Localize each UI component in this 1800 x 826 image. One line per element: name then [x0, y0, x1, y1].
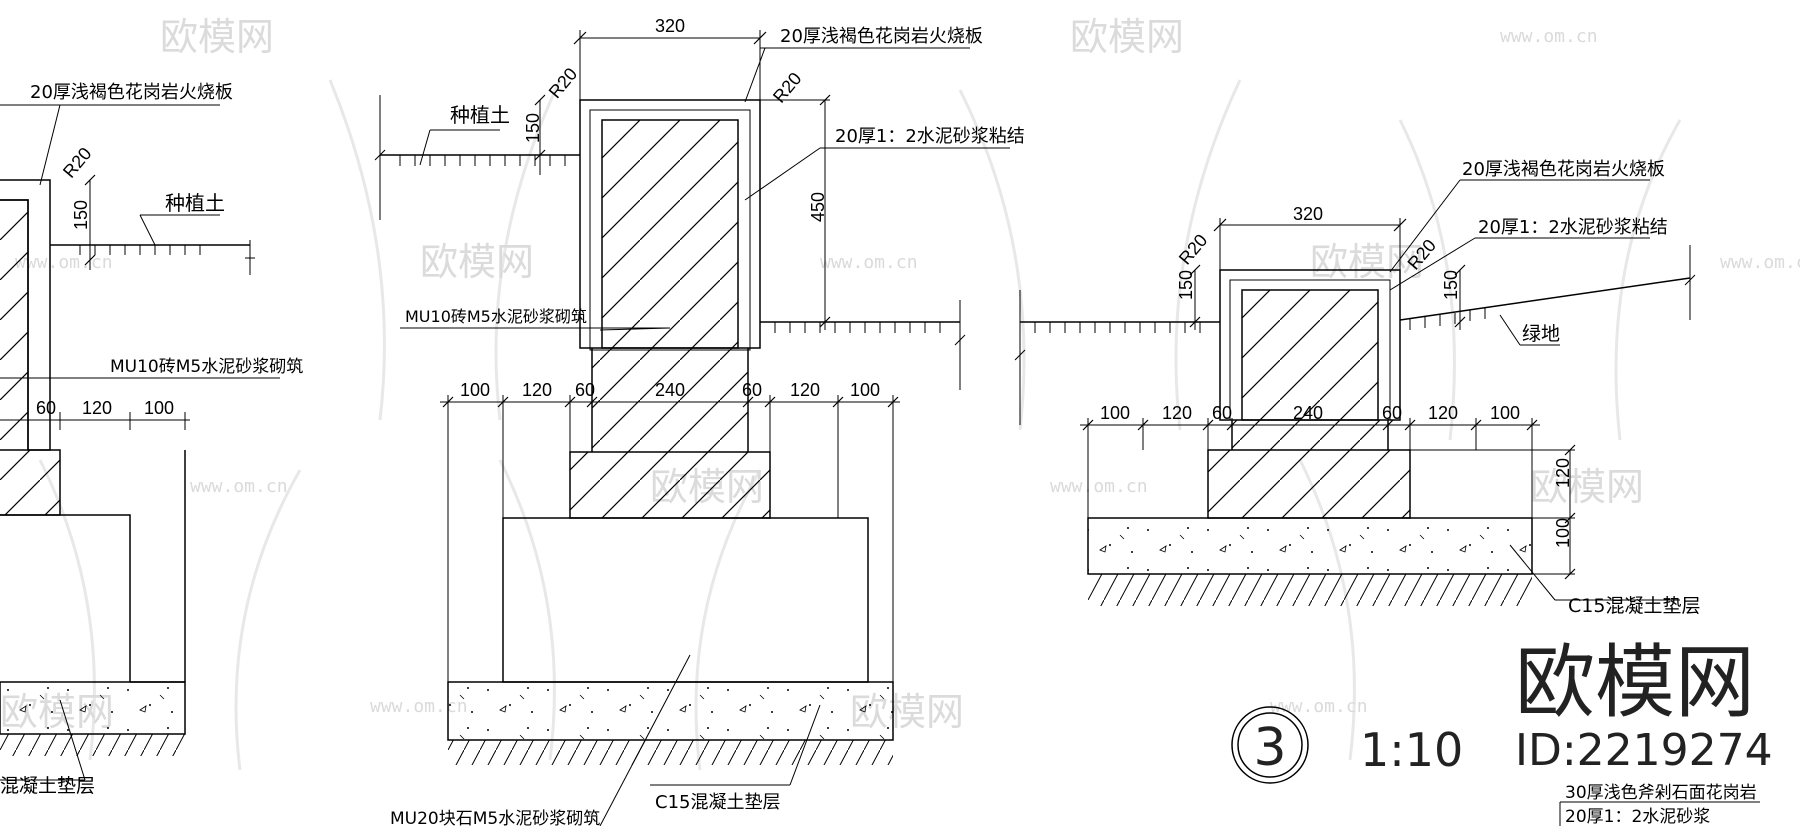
right-dim: 120: [1162, 403, 1192, 423]
middle-dim: 120: [522, 380, 552, 400]
watermark-url: www.om.cn: [15, 252, 113, 273]
middle-dim: 100: [460, 380, 490, 400]
left-cap-label: 20厚浅褐色花岗岩火烧板: [30, 82, 233, 103]
logo-brand: 欧模网: [1515, 636, 1755, 729]
right-width-320: 320: [1293, 204, 1323, 224]
right-green-label: 绿地: [1522, 323, 1560, 345]
watermark-brand: 欧模网: [1070, 15, 1184, 59]
middle-cap-label: 20厚浅褐色花岗岩火烧板: [780, 26, 983, 47]
left-height-150: 150: [71, 200, 91, 230]
right-dim: 100: [1100, 403, 1130, 423]
logo-id: ID:2219274: [1515, 725, 1773, 776]
middle-radius-right: R20: [769, 69, 806, 107]
middle-mortar-label: 20厚1：2水泥砂浆粘结: [835, 126, 1025, 147]
middle-dim: 60: [575, 380, 595, 400]
left-radius-label: R20: [59, 144, 96, 182]
logo: 欧模网 ID:2219274: [1515, 636, 1773, 776]
right-dim: 60: [1382, 403, 1402, 423]
right-height-150-right: 150: [1441, 270, 1461, 300]
left-dim-60: 60: [36, 398, 56, 418]
middle-width-320: 320: [655, 16, 685, 36]
middle-stone-label: MU20块石M5水泥砂浆砌筑: [390, 809, 600, 826]
left-soil-label: 种植土: [165, 191, 225, 215]
watermark-url: www.om.cn: [1720, 252, 1800, 273]
note-line-2: 20厚1：2水泥砂浆: [1565, 807, 1710, 826]
watermark-url: www.om.cn: [1500, 26, 1598, 47]
left-section: [0, 104, 280, 781]
right-dim: 120: [1428, 403, 1458, 423]
watermark-url: www.om.cn: [1050, 476, 1148, 497]
right-height-100: 100: [1553, 518, 1573, 548]
left-wall-label: MU10砖M5水泥砂浆砌筑: [110, 357, 303, 377]
middle-height-450: 450: [808, 192, 828, 222]
watermark-brand: 欧模网: [1310, 240, 1424, 284]
right-section: [1014, 179, 1696, 606]
right-dim: 60: [1212, 403, 1232, 423]
right-dim: 100: [1490, 403, 1520, 423]
watermark-url: www.om.cn: [820, 252, 918, 273]
detail-marker: 3: [1231, 706, 1309, 784]
middle-radius-left: R20: [545, 64, 582, 102]
detail-scale: 1:10: [1360, 723, 1463, 777]
right-height-120: 120: [1553, 458, 1573, 488]
watermark-brand: 欧模网: [160, 15, 274, 59]
left-base-label: 混凝土垫层: [0, 775, 95, 797]
watermark-url: www.om.cn: [1270, 696, 1368, 717]
watermark-url: www.om.cn: [190, 476, 288, 497]
left-dim-100: 100: [144, 398, 174, 418]
middle-dim: 100: [850, 380, 880, 400]
middle-dim: 120: [790, 380, 820, 400]
middle-section: [374, 30, 1010, 826]
middle-dim: 60: [742, 380, 762, 400]
watermark-brand: 欧模网: [1530, 465, 1644, 509]
right-base-label: C15混凝土垫层: [1568, 595, 1700, 617]
watermark-url: www.om.cn: [370, 696, 468, 717]
right-dim: 240: [1293, 403, 1323, 423]
left-dim-120: 120: [82, 398, 112, 418]
right-radius-left: R20: [1175, 230, 1212, 268]
right-height-150-left: 150: [1176, 270, 1196, 300]
middle-dim: 240: [655, 380, 685, 400]
note-line-1: 30厚浅色斧剁石面花岗岩: [1565, 783, 1757, 803]
middle-height-150: 150: [523, 113, 543, 143]
middle-base-label: C15混凝土垫层: [655, 792, 780, 813]
middle-wall-label: MU10砖M5水泥砂浆砌筑: [405, 307, 587, 326]
watermark-brand: 欧模网: [420, 240, 534, 284]
detail-number: 3: [1253, 718, 1286, 778]
middle-soil-label: 种植土: [450, 103, 510, 127]
bottom-right-notes: 30厚浅色斧剁石面花岗岩 20厚1：2水泥砂浆: [1559, 783, 1760, 826]
right-mortar-label: 20厚1：2水泥砂浆粘结: [1478, 217, 1668, 238]
right-cap-label: 20厚浅褐色花岗岩火烧板: [1462, 159, 1665, 180]
